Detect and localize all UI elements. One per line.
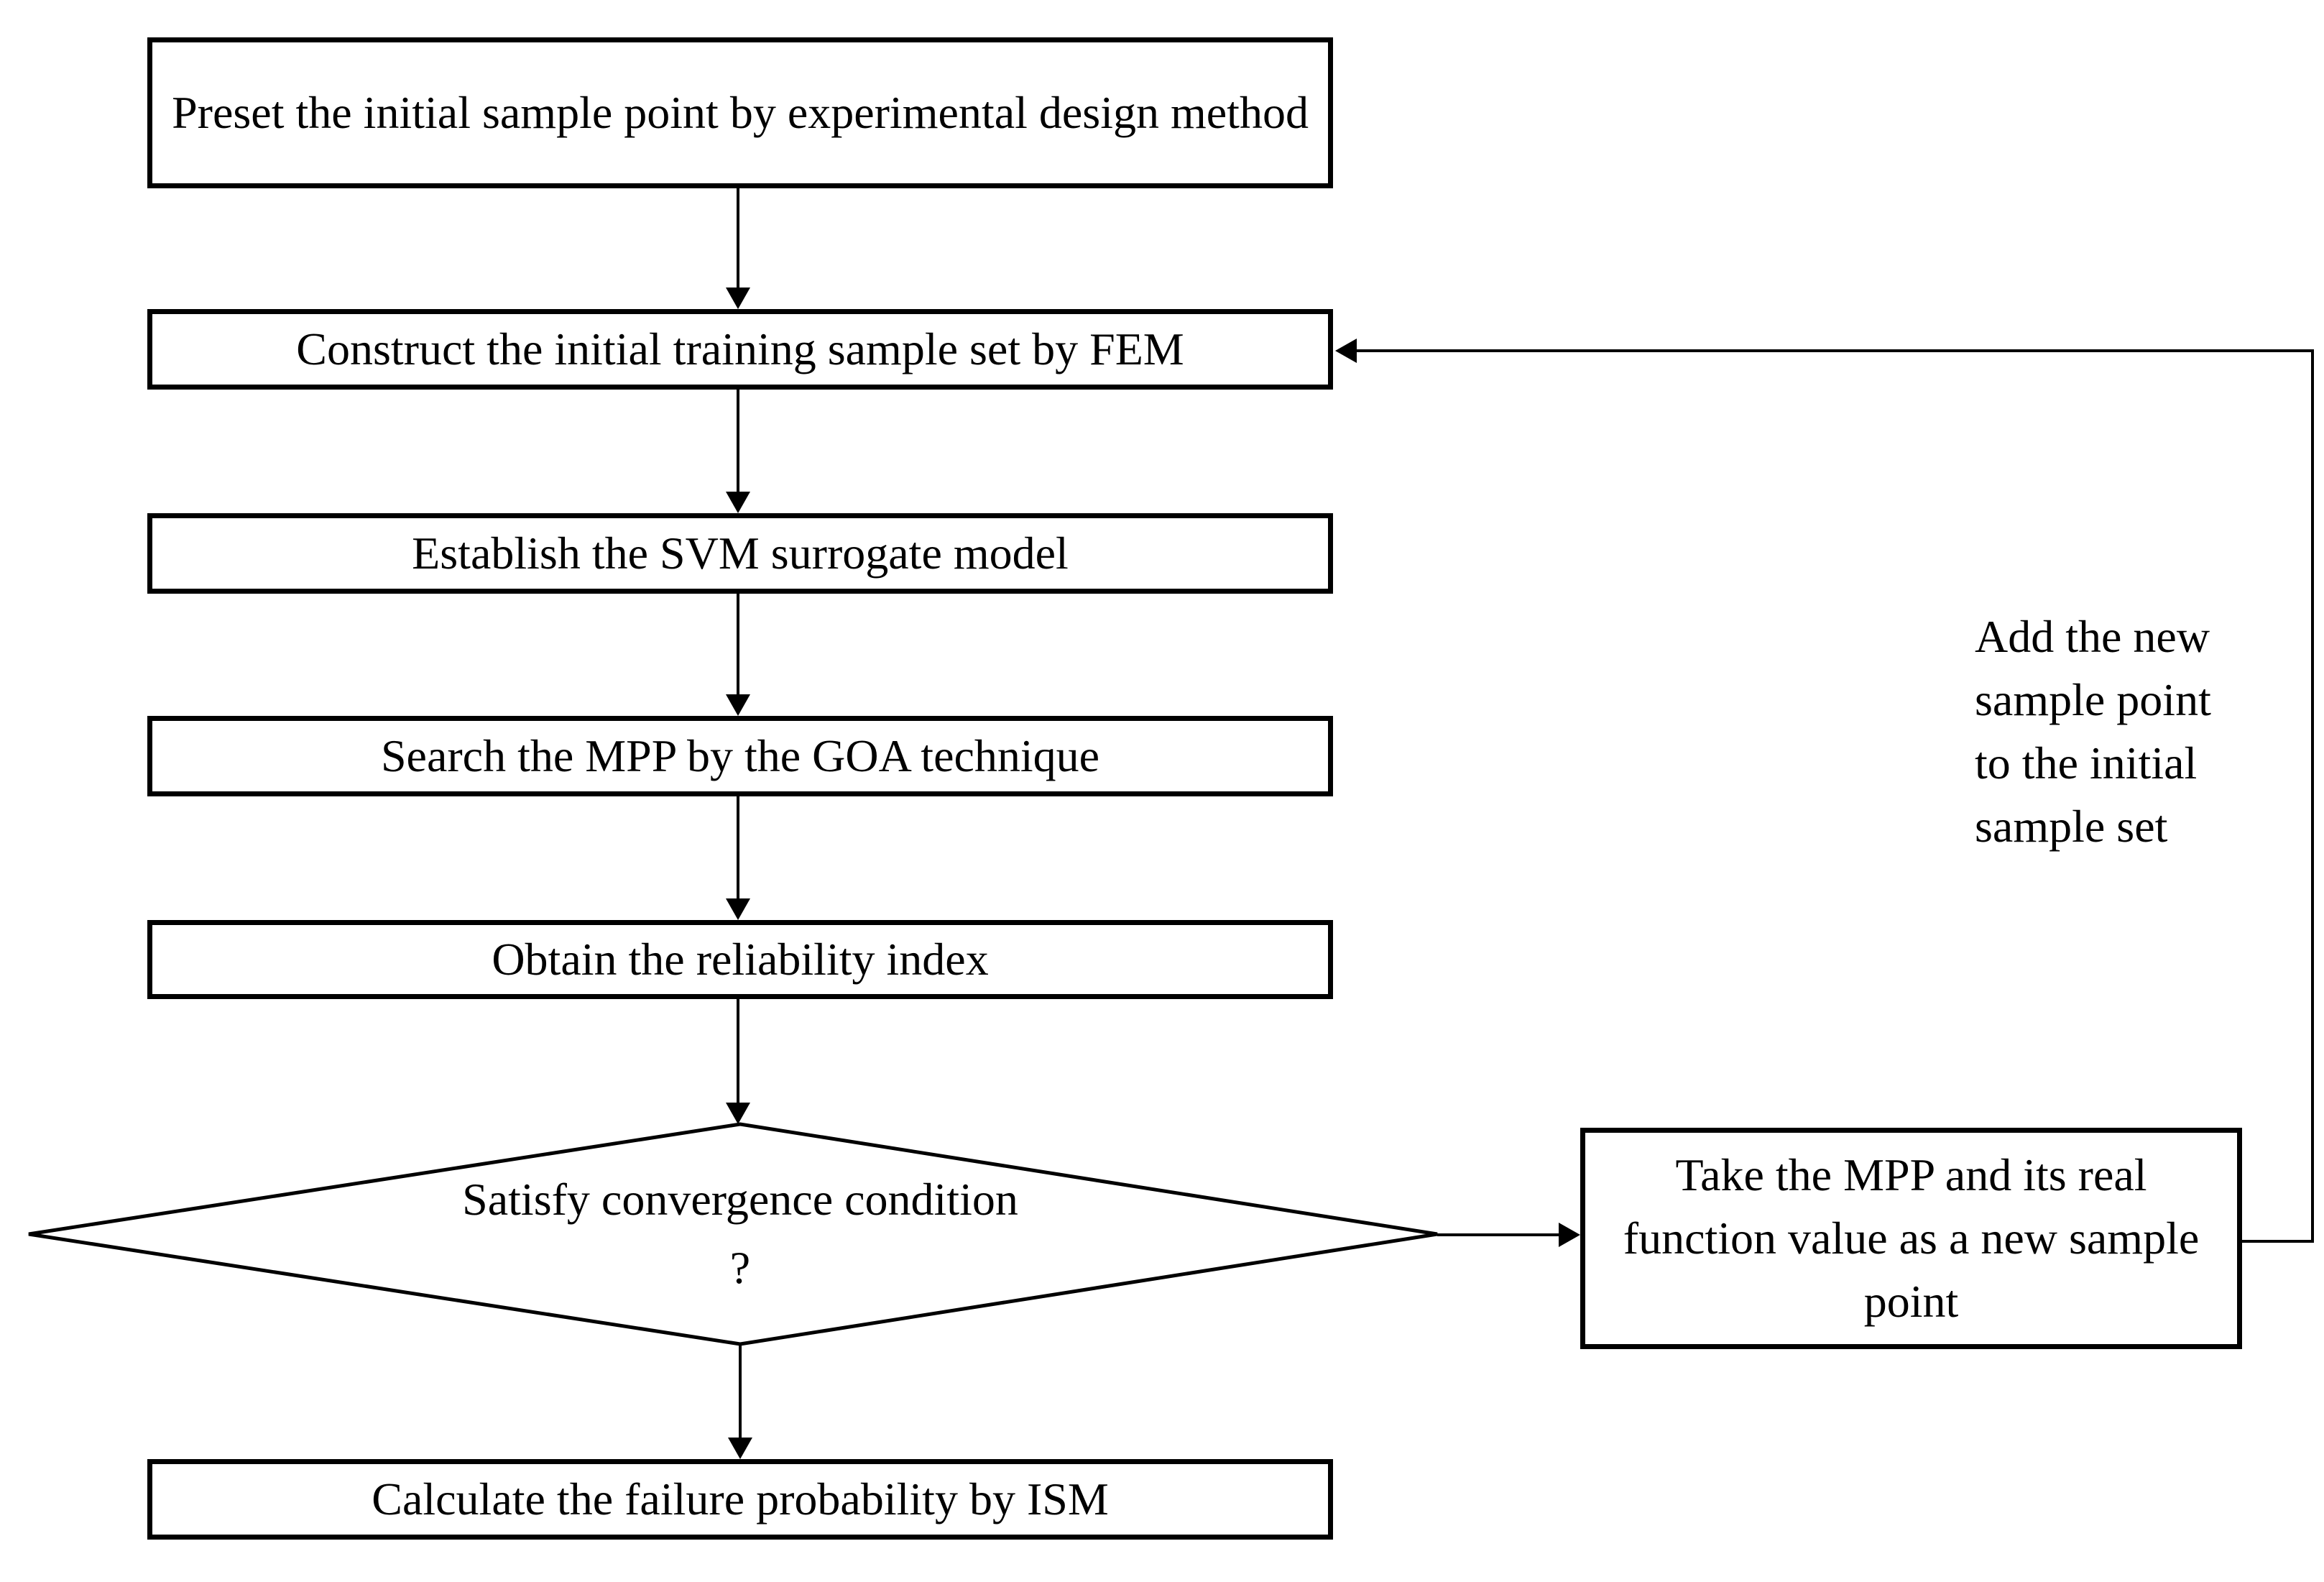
arrow-search-obtain-head [726, 898, 750, 920]
arrow-preset-construct-head [726, 288, 750, 309]
flow-box-obtain: Obtain the reliability index [147, 920, 1333, 999]
flow-decision-label: Satisfy convergence condition ? [462, 1174, 1018, 1293]
feedback-loop-head [1335, 339, 1357, 363]
flow-box-search: Search the MPP by the GOA technique [147, 716, 1333, 796]
flow-box-establish: Establish the SVM surrogate model [147, 513, 1333, 594]
feedback-loop-label-line: sample set [1975, 801, 2168, 852]
arrow-establish-search-head [726, 694, 750, 716]
arrow-decision-calculate-head [728, 1438, 752, 1459]
feedback-loop-line [1355, 349, 2314, 1243]
feedback-loop-label-line: Add the new [1975, 611, 2210, 662]
arrow-decision-newsample-head [1559, 1223, 1580, 1247]
flow-box-new-sample: Take the MPP and its real function value… [1580, 1128, 2242, 1349]
flow-box-calculate: Calculate the failure probability by ISM [147, 1459, 1333, 1540]
arrow-construct-establish-head [726, 492, 750, 513]
flow-box-preset: Preset the initial sample point by exper… [147, 37, 1333, 188]
flow-box-construct: Construct the initial training sample se… [147, 309, 1333, 390]
arrow-obtain-decision-head [726, 1103, 750, 1124]
feedback-loop-label: Add the new sample point to the initial … [1975, 605, 2313, 858]
feedback-loop-label-line: sample point [1975, 674, 2211, 725]
feedback-loop-label-line: to the initial [1975, 737, 2198, 788]
